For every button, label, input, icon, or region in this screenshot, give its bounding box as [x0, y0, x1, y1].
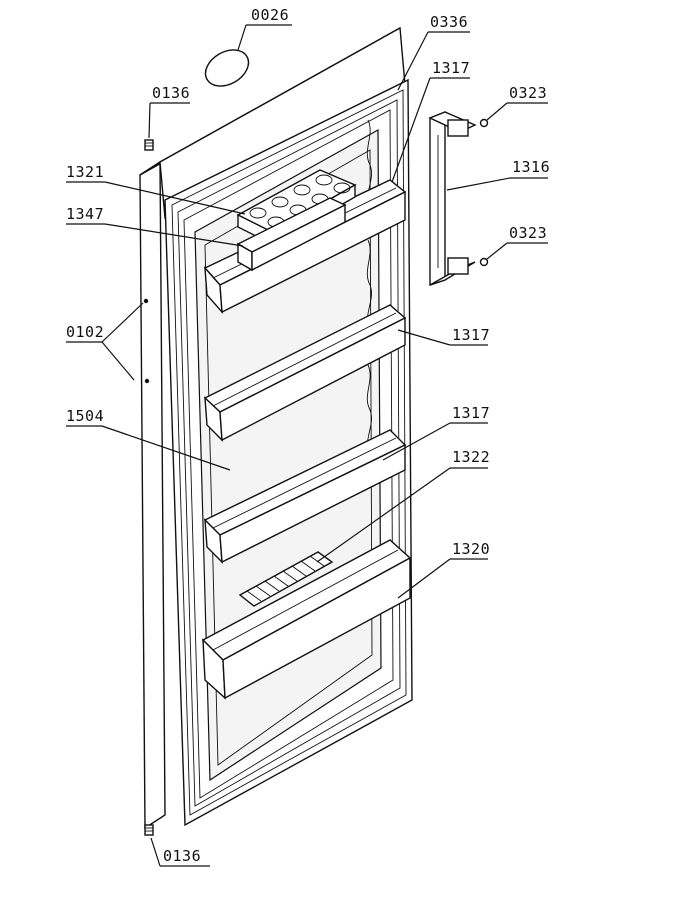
screw-top	[144, 139, 154, 151]
label-1320: 1320	[452, 540, 490, 558]
label-0336: 0336	[430, 13, 468, 31]
label-1347: 1347	[66, 205, 104, 223]
label-1321: 1321	[66, 163, 104, 181]
door-shelf-second	[203, 304, 407, 442]
label-0136-top: 0136	[152, 84, 190, 102]
door-assembly	[139, 26, 413, 830]
label-1317-top: 1317	[432, 59, 470, 77]
door-side-edge	[139, 160, 166, 830]
part-labels: 0026 0136 0336 1317 0323 1316 0323 1321 …	[66, 6, 550, 865]
screw-bottom	[144, 824, 154, 836]
gasket-oval	[204, 49, 250, 87]
hinge-hole-bottom	[144, 378, 150, 384]
label-0026: 0026	[251, 6, 289, 24]
butter-box	[236, 197, 347, 272]
door-shelf-third	[203, 429, 407, 564]
label-0136-bottom: 0136	[163, 847, 201, 865]
label-1504: 1504	[66, 407, 104, 425]
bottle-shelf	[201, 539, 412, 700]
bottle-divider	[238, 551, 334, 607]
label-1317-low: 1317	[452, 404, 490, 422]
label-1316: 1316	[512, 158, 550, 176]
leader-lines	[66, 24, 548, 867]
label-1322: 1322	[452, 448, 490, 466]
door-handle	[428, 110, 477, 286]
label-0323-bottom: 0323	[509, 224, 547, 242]
hinge-hole-top	[143, 298, 149, 304]
washer-bottom	[479, 257, 489, 267]
washer-top	[479, 118, 489, 128]
label-0102: 0102	[66, 323, 104, 341]
label-1317-mid: 1317	[452, 326, 490, 344]
label-0323-top: 0323	[509, 84, 547, 102]
